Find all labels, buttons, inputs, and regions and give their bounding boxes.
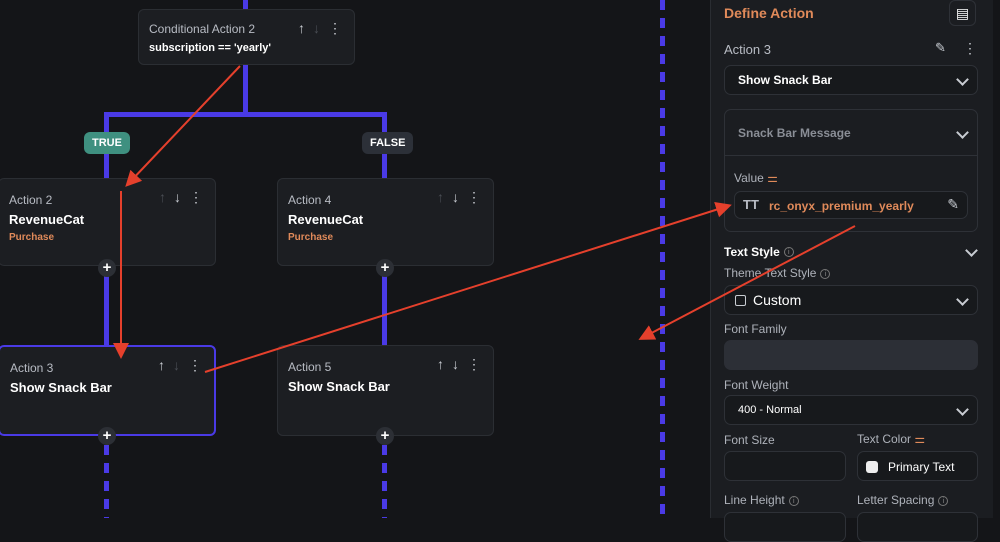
add-action-button[interactable]: + — [376, 259, 394, 277]
arrow-down-icon[interactable]: ↓ — [174, 189, 181, 205]
more-vert-icon[interactable]: ⋮ — [328, 20, 342, 36]
text-type-icon: TT — [743, 197, 759, 212]
connector — [104, 265, 109, 347]
variable-settings-icon: ⚌ — [767, 171, 778, 185]
connector — [243, 64, 248, 114]
value-field[interactable]: TT rc_onyx_premium_yearly ✎ — [734, 191, 968, 219]
add-action-button[interactable]: + — [98, 427, 116, 445]
connector-dashed — [382, 445, 387, 518]
section-header[interactable]: Snack Bar Message — [725, 110, 977, 156]
conditional-action-card[interactable]: Conditional Action 2 subscription == 'ye… — [138, 9, 355, 65]
card-label: Action 2 — [9, 193, 53, 207]
font-size-input[interactable] — [724, 451, 846, 481]
card-controls: ↑ ↓ ⋮ — [437, 356, 481, 373]
info-icon: i — [938, 495, 949, 506]
arrow-up-icon[interactable]: ↑ — [437, 356, 444, 372]
action-card-3[interactable]: Action 3 Show Snack Bar ↑ ↓ ⋮ — [0, 345, 216, 436]
card-title: RevenueCat — [288, 212, 364, 227]
arrow-down-icon[interactable]: ↓ — [313, 20, 320, 36]
more-vert-icon[interactable]: ⋮ — [467, 356, 481, 372]
info-icon: i — [820, 268, 831, 279]
arrow-up-icon[interactable]: ↑ — [159, 189, 166, 205]
info-icon: i — [788, 495, 799, 506]
false-badge: FALSE — [362, 132, 414, 154]
card-subtitle: Purchase — [9, 232, 55, 243]
action-name: Action 3 — [724, 42, 771, 57]
edit-icon[interactable]: ✎ — [935, 40, 946, 55]
font-weight-label: Font Weight — [724, 378, 789, 392]
text-color-select[interactable]: Primary Text — [857, 451, 978, 481]
card-controls: ↑ ↓ ⋮ — [298, 20, 342, 37]
panel-title: Define Action — [724, 5, 814, 21]
divider-dashed — [660, 0, 665, 518]
text-style-label: Text Style — [724, 245, 780, 259]
more-vert-icon[interactable]: ⋮ — [189, 189, 203, 205]
define-action-panel: Define Action ▤ Action 3 ✎ ⋮ Show Snack … — [710, 0, 993, 542]
card-title: Show Snack Bar — [288, 379, 390, 394]
action-card-4[interactable]: Action 4 RevenueCat Purchase ↑ ↓ ⋮ — [277, 178, 494, 266]
theme-text-style-select[interactable]: Custom — [724, 285, 978, 315]
value-text: rc_onyx_premium_yearly — [769, 199, 914, 213]
text-color-label: Text Color ⚌ — [857, 432, 926, 446]
font-family-input[interactable] — [724, 340, 978, 370]
arrow-down-icon[interactable]: ↓ — [173, 357, 180, 373]
action-type-value: Show Snack Bar — [738, 73, 833, 87]
true-badge: TRUE — [84, 132, 130, 154]
card-label: Action 3 — [10, 361, 54, 375]
card-label: Conditional Action 2 — [149, 22, 256, 36]
checkbox[interactable] — [735, 295, 746, 306]
connector — [104, 112, 386, 117]
connector-dashed — [104, 445, 109, 518]
action-card-2[interactable]: Action 2 RevenueCat Purchase ↑ ↓ ⋮ — [0, 178, 216, 266]
info-icon: i — [783, 246, 794, 257]
connector — [382, 265, 387, 347]
action-card-5[interactable]: Action 5 Show Snack Bar ↑ ↓ ⋮ — [277, 345, 494, 436]
snack-bar-message-section: Snack Bar Message Value ⚌ TT rc_onyx_pre… — [724, 109, 978, 232]
card-title: Show Snack Bar — [10, 380, 112, 395]
section-title: Snack Bar Message — [738, 125, 851, 140]
action-type-select[interactable]: Show Snack Bar — [724, 65, 978, 95]
annotation-arrow — [125, 65, 241, 187]
card-label: Action 5 — [288, 360, 332, 374]
card-controls: ↑ ↓ ⋮ — [159, 189, 203, 206]
arrow-up-icon[interactable]: ↑ — [158, 357, 165, 373]
connector — [243, 0, 248, 12]
annotation-arrows — [113, 65, 856, 373]
card-label: Action 4 — [288, 193, 332, 207]
font-weight-value: 400 - Normal — [738, 404, 802, 416]
theme-value: Custom — [753, 292, 802, 308]
add-action-button[interactable]: + — [98, 259, 116, 277]
card-controls: ↑ ↓ ⋮ — [437, 189, 481, 206]
arrow-up-icon[interactable]: ↑ — [437, 189, 444, 205]
card-controls: ↑ ↓ ⋮ — [158, 357, 202, 374]
more-vert-icon[interactable]: ⋮ — [963, 40, 977, 56]
variable-settings-icon: ⚌ — [914, 432, 926, 446]
more-vert-icon[interactable]: ⋮ — [188, 357, 202, 373]
value-label: Value ⚌ — [734, 171, 778, 185]
card-subtitle: Purchase — [288, 232, 334, 243]
add-action-button[interactable]: + — [376, 427, 394, 445]
font-size-label: Font Size — [724, 433, 775, 447]
arrow-down-icon[interactable]: ↓ — [452, 356, 459, 372]
card-title: RevenueCat — [9, 212, 85, 227]
color-swatch — [866, 461, 878, 473]
more-vert-icon[interactable]: ⋮ — [467, 189, 481, 205]
annotation-arrow — [638, 225, 856, 340]
annotation-arrow — [204, 202, 732, 373]
condition-expression: subscription == 'yearly' — [149, 42, 272, 54]
font-family-label: Font Family — [724, 322, 787, 336]
arrow-down-icon[interactable]: ↓ — [452, 189, 459, 205]
edit-icon[interactable]: ✎ — [947, 196, 959, 212]
font-weight-select[interactable]: 400 - Normal — [724, 395, 978, 425]
arrow-up-icon[interactable]: ↑ — [298, 20, 305, 36]
add-note-icon[interactable]: ▤ — [949, 0, 976, 26]
text-color-value: Primary Text — [888, 460, 955, 474]
